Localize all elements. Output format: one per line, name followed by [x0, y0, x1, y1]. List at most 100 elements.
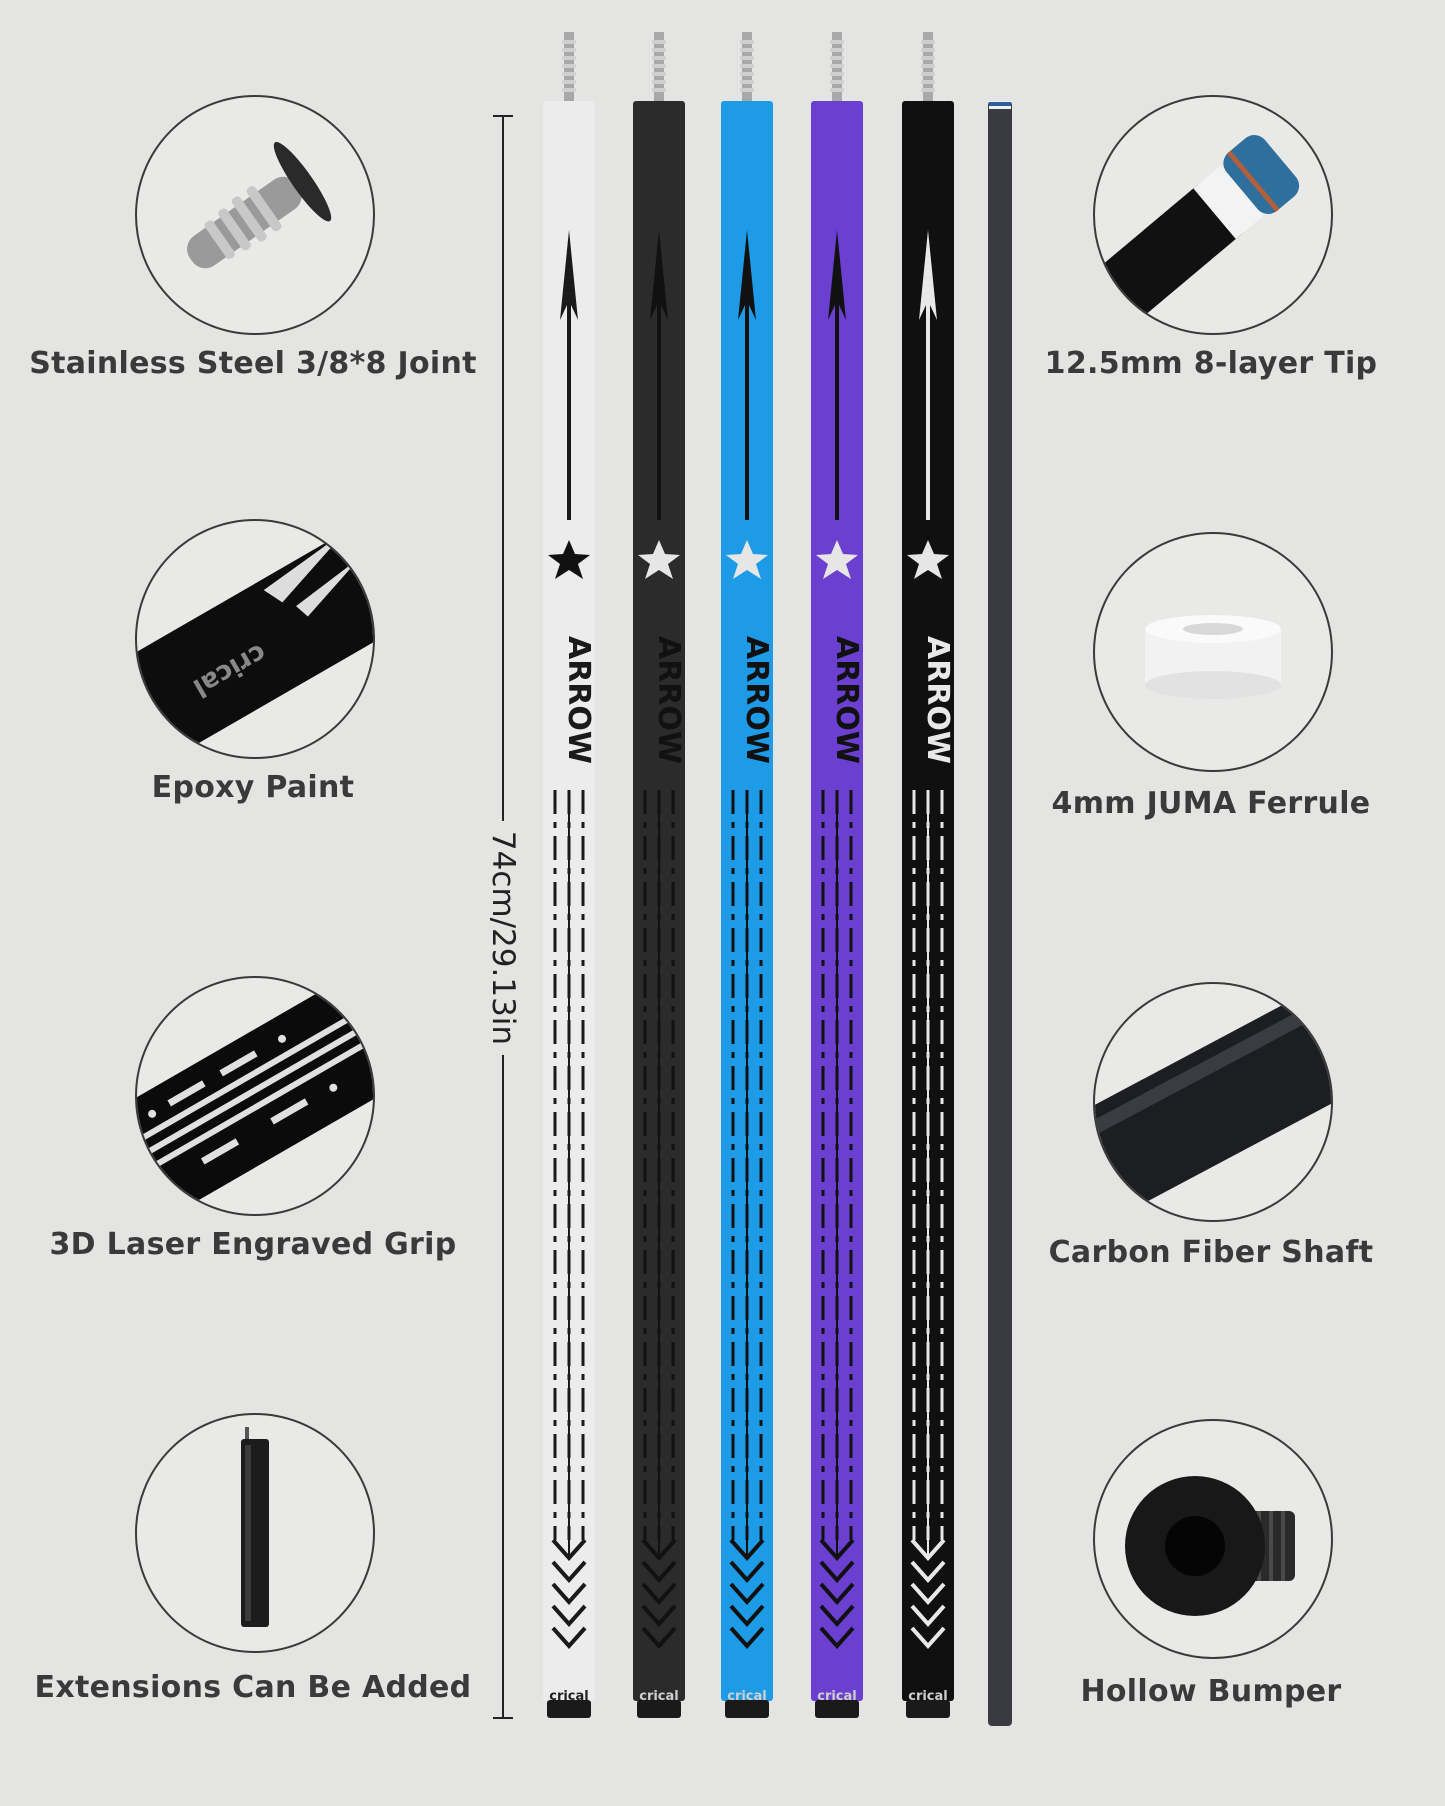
- feature-label-joint: Stainless Steel 3/8*8 Joint: [29, 346, 477, 381]
- butt-cue-1: ARROW crical: [543, 32, 596, 1718]
- arrow-graphic: [919, 230, 937, 520]
- chevron-graphic: [641, 1538, 677, 1562]
- ferrule-icon: [1093, 532, 1333, 772]
- chevron-graphic: [641, 1560, 677, 1584]
- pin-thread: [921, 80, 935, 84]
- pin-thread: [652, 64, 666, 68]
- arrow-graphic: [650, 230, 668, 520]
- pin-thread: [740, 48, 754, 52]
- pin-thread: [921, 88, 935, 92]
- length-dimension: 74cm/29.13in: [485, 820, 521, 1056]
- brand-mark: crical: [727, 1689, 767, 1704]
- pin-thread: [740, 64, 754, 68]
- carbon-shaft: [988, 101, 1012, 1726]
- pin-thread: [562, 88, 576, 92]
- shaft-tip: [989, 102, 1011, 106]
- butt-cue-4: ARROW crical: [811, 32, 864, 1718]
- pin-thread: [921, 48, 935, 52]
- arrow-graphic: [828, 230, 846, 520]
- chevron-graphic: [551, 1560, 587, 1584]
- star-logo: [816, 540, 858, 579]
- chevron-graphic: [819, 1582, 855, 1606]
- bumper-icon: [1093, 1419, 1333, 1659]
- chevron-graphic: [819, 1560, 855, 1584]
- pin-thread: [652, 56, 666, 60]
- star-logo: [638, 540, 680, 579]
- pin-thread: [652, 40, 666, 44]
- model-name: ARROW: [920, 636, 955, 764]
- cue-bumper: [637, 1700, 681, 1718]
- chevron-graphic: [910, 1560, 946, 1584]
- chevron-graphic: [551, 1626, 587, 1650]
- extension-icon: [135, 1413, 375, 1653]
- pin-thread: [562, 40, 576, 44]
- chevron-graphic: [551, 1582, 587, 1606]
- chevron-graphic: [819, 1626, 855, 1650]
- pin-thread: [562, 56, 576, 60]
- arrow-graphic: [738, 230, 756, 520]
- pin-thread: [921, 56, 935, 60]
- feature-label-grip: 3D Laser Engraved Grip: [49, 1227, 457, 1262]
- feature-label-extension: Extensions Can Be Added: [34, 1670, 472, 1705]
- pin-thread: [740, 80, 754, 84]
- pin-thread: [740, 72, 754, 76]
- chevron-graphic: [819, 1604, 855, 1628]
- pin-thread: [830, 88, 844, 92]
- model-name: ARROW: [561, 636, 596, 764]
- chevron-graphic: [910, 1538, 946, 1562]
- feature-label-epoxy: Epoxy Paint: [151, 770, 355, 805]
- pin-thread: [740, 40, 754, 44]
- pin-thread: [921, 40, 935, 44]
- chevron-graphic: [641, 1604, 677, 1628]
- model-name: ARROW: [829, 636, 864, 764]
- star-logo: [907, 540, 949, 579]
- chevron-graphic: [729, 1538, 765, 1562]
- chevron-graphic: [551, 1604, 587, 1628]
- pin-thread: [562, 64, 576, 68]
- pin-thread: [921, 64, 935, 68]
- chevron-graphic: [641, 1582, 677, 1606]
- pin-thread: [652, 88, 666, 92]
- laser-grip-icon: [135, 976, 375, 1216]
- cue-tip-icon: [1093, 95, 1333, 335]
- joint-pin-icon: [135, 95, 375, 335]
- cue-bumper: [725, 1700, 769, 1718]
- pin-thread: [830, 72, 844, 76]
- pin-thread: [652, 48, 666, 52]
- chevron-graphic: [729, 1626, 765, 1650]
- brand-mark: crical: [908, 1689, 948, 1704]
- pin-thread: [562, 80, 576, 84]
- chevron-graphic: [819, 1538, 855, 1562]
- pin-thread: [652, 72, 666, 76]
- pin-thread: [830, 80, 844, 84]
- pin-thread: [562, 72, 576, 76]
- cue-bumper: [815, 1700, 859, 1718]
- cue-bumper: [906, 1700, 950, 1718]
- model-name: ARROW: [739, 636, 774, 764]
- feature-label-bumper: Hollow Bumper: [1080, 1674, 1342, 1709]
- pin-thread: [652, 80, 666, 84]
- pin-thread: [921, 72, 935, 76]
- brand-mark: crical: [817, 1689, 857, 1704]
- arrow-graphic: [560, 230, 578, 520]
- feature-label-ferrule: 4mm JUMA Ferrule: [1051, 786, 1371, 821]
- pin-thread: [830, 48, 844, 52]
- pin-thread: [740, 56, 754, 60]
- model-name: ARROW: [651, 636, 686, 764]
- pin-thread: [830, 40, 844, 44]
- carbon-shaft-icon: [1093, 982, 1333, 1222]
- chevron-graphic: [729, 1560, 765, 1584]
- feature-label-shaft: Carbon Fiber Shaft: [1048, 1235, 1374, 1270]
- shaft-body: [988, 101, 1012, 1726]
- brand-mark: crical: [549, 1689, 589, 1704]
- chevron-graphic: [729, 1582, 765, 1606]
- chevron-graphic: [910, 1626, 946, 1650]
- cue-bumper: [547, 1700, 591, 1718]
- chevron-graphic: [910, 1604, 946, 1628]
- butt-cue-5: ARROW crical: [902, 32, 955, 1718]
- pin-thread: [740, 88, 754, 92]
- butt-cue-3: ARROW crical: [721, 32, 774, 1718]
- star-logo: [548, 540, 590, 579]
